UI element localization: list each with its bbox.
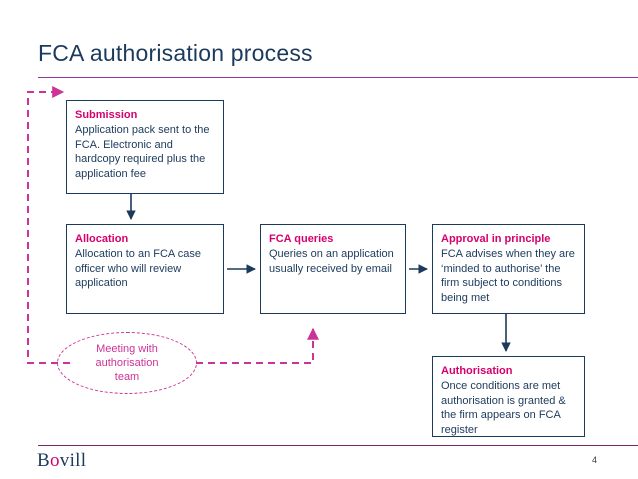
box-body: Allocation to an FCA case officer who wi… [75, 248, 201, 289]
connector-meeting-queries [196, 327, 319, 364]
page-number: 4 [592, 455, 598, 465]
process-box-approval-in-principle[interactable]: Approval in principle FCA advises when t… [432, 224, 585, 314]
footer-divider [38, 445, 638, 446]
logo-pre: B [37, 450, 50, 471]
box-body: Queries on an application usually receiv… [269, 248, 394, 275]
box-heading: Authorisation [441, 365, 513, 377]
box-heading: Submission [75, 109, 138, 121]
logo-accent: o [49, 450, 60, 471]
process-box-fca-queries[interactable]: FCA queries Queries on an application us… [260, 224, 406, 314]
ellipse-label: Meeting with authorisation team [95, 343, 159, 383]
box-body: Once conditions are met authorisation is… [441, 380, 566, 436]
page-title: FCA authorisation process [38, 40, 313, 66]
box-body: FCA advises when they are ‘minded to aut… [441, 248, 575, 304]
process-box-submission[interactable]: Submission Application pack sent to the … [66, 100, 224, 194]
process-ellipse-meeting[interactable]: Meeting with authorisation team [57, 332, 197, 394]
logo-post: vill [59, 450, 87, 471]
box-heading: Allocation [75, 233, 129, 245]
box-heading: Approval in principle [441, 233, 551, 245]
process-box-authorisation[interactable]: Authorisation Once conditions are met au… [432, 356, 585, 437]
bovill-logo: Bovill [37, 450, 86, 472]
connector-meeting-submission [27, 86, 70, 364]
box-body: Application pack sent to the FCA. Electr… [75, 124, 210, 180]
title-divider [38, 77, 638, 78]
box-heading: FCA queries [269, 233, 334, 245]
process-box-allocation[interactable]: Allocation Allocation to an FCA case off… [66, 224, 224, 314]
